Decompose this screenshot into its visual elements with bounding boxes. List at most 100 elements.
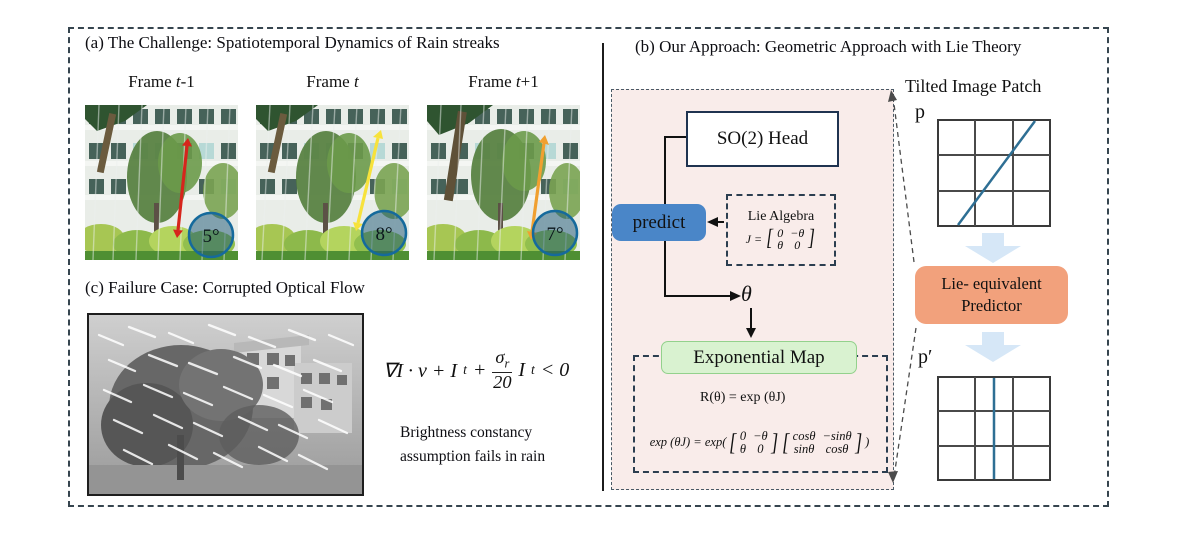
predictor-label-line2: Predictor: [961, 296, 1022, 315]
arrowhead-down: [173, 229, 183, 238]
frame-label-var: t: [515, 72, 521, 91]
frame-t-minus-1-label: Frame t-1: [85, 72, 238, 92]
exp-rhs: ): [865, 435, 870, 449]
formula-part: < 0: [540, 358, 570, 381]
matrix-entry: 0: [794, 238, 801, 252]
so2-head-box: SO(2) Head: [686, 111, 839, 167]
matrix-entry: 0: [777, 226, 784, 240]
formula-fraction: σr 20: [492, 347, 513, 392]
arrowhead-up: [373, 130, 383, 139]
panel-separator-line: [602, 43, 604, 491]
rain-photo-frame-t-plus-1: 7°: [427, 105, 580, 260]
patch-grid-p: [937, 119, 1051, 227]
formula-subscript: t: [463, 362, 467, 378]
frame-label-var: t: [175, 72, 181, 91]
formula-part: +: [472, 358, 487, 381]
theta-symbol: θ: [741, 281, 752, 306]
angle-badge-circle: [360, 209, 408, 257]
rain-photo-illustration: 8°: [256, 105, 409, 260]
rain-direction-arrow: [356, 137, 380, 224]
tilted-patch-grid: [937, 119, 1051, 232]
panel-b-title: (b) Our Approach: Geometric Approach wit…: [635, 37, 1022, 56]
bracket-right: ]: [770, 428, 778, 456]
tilted-image-patch-title: Tilted Image Patch: [905, 76, 1042, 96]
frame-t-label: Frame t: [256, 72, 409, 92]
optical-flow-illustration: [89, 315, 362, 494]
optical-flow-image: [87, 313, 364, 496]
matrix-entry: θ: [739, 441, 747, 456]
down-flow-arrow-2: [965, 332, 1021, 367]
matrix-entry: −sinθ: [822, 429, 852, 443]
angle-value: 5°: [202, 226, 219, 247]
arrowhead-up: [182, 138, 192, 147]
rotation-formula: R(θ) = exp (θJ): [700, 390, 786, 405]
rain-direction-arrow: [176, 145, 189, 231]
panel-a-title: (a) The Challenge: Spatiotemporal Dynami…: [85, 33, 500, 52]
frame-label-suffix: +1: [520, 72, 539, 91]
matrix-entry: cosθ: [825, 441, 849, 456]
angle-badge-circle: [531, 209, 579, 257]
frame-label-prefix: Frame: [468, 72, 516, 91]
panel-c-title: (c) Failure Case: Corrupted Optical Flow: [85, 278, 365, 297]
down-flow-arrow-1: [965, 233, 1021, 268]
lie-algebra-title: Lie Algebra: [747, 209, 815, 224]
matrix-entry: −θ: [790, 226, 805, 240]
caption-line-1: Brightness constancy: [400, 424, 533, 441]
fraction-denominator: 20: [493, 371, 512, 392]
frame-label-suffix: -1: [180, 72, 195, 91]
bracket-left: [: [729, 428, 737, 456]
matrix-entry: 0: [739, 429, 747, 443]
patch-p-label: p: [915, 101, 925, 123]
fraction-numerator: σr: [492, 347, 513, 373]
frame-t-plus-1-label: Frame t+1: [427, 72, 580, 92]
frame-label-var: t: [353, 72, 359, 91]
predict-label: predict: [632, 211, 686, 233]
chunky-down-arrow-icon: [965, 332, 1021, 362]
angle-value: 8°: [375, 224, 392, 245]
patch-p-prime-label: p′: [918, 346, 933, 368]
failure-caption: Brightness constancy assumption fails in…: [400, 421, 545, 469]
exp-lhs: exp (θJ) = exp(: [649, 435, 727, 449]
formula-part: ∇I · v + I: [383, 359, 458, 382]
angle-value: 7°: [546, 224, 563, 245]
figure-outer-border: [68, 27, 1109, 507]
matrix-entry: θ: [777, 238, 784, 252]
bracket-left: [: [766, 225, 774, 252]
matrix-entry: sinθ: [793, 441, 815, 456]
matrix-entry: cosθ: [792, 429, 816, 443]
formula-part: I: [518, 358, 525, 381]
bracket-right: ]: [854, 428, 862, 456]
rain-photo-frame-t: 8°: [256, 105, 409, 260]
matrix-entry: −θ: [753, 429, 768, 443]
arrowhead-up: [539, 135, 549, 145]
sigma: σ: [495, 347, 505, 367]
angle-badge-circle: [187, 211, 235, 259]
lie-lhs: J =: [745, 231, 763, 246]
matrix-entry: 0: [757, 441, 764, 456]
patch-grid-p-prime: [937, 376, 1051, 481]
predictor-label-line1: Lie- equivalent: [941, 273, 1042, 293]
bracket-right: ]: [808, 225, 816, 252]
rain-direction-arrow: [530, 142, 546, 233]
rain-photo-illustration: 5°: [85, 105, 238, 260]
frame-label-prefix: Frame: [306, 72, 354, 91]
bracket-left: [: [782, 428, 790, 456]
predict-box: predict: [612, 204, 706, 241]
exponential-map-box: Exponential Map: [661, 341, 857, 374]
so2-head-label: SO(2) Head: [716, 128, 809, 149]
formula-subscript: t: [530, 362, 535, 378]
rectified-patch-grid: [937, 376, 1051, 486]
lie-equivalent-predictor-box: Lie- equivalent Predictor: [915, 266, 1068, 324]
caption-line-2: assumption fails in rain: [400, 448, 546, 466]
arrowhead-down: [353, 222, 363, 231]
chunky-down-arrow-icon: [965, 233, 1021, 263]
rain-photo-frame-t-minus-1: 5°: [85, 105, 238, 260]
